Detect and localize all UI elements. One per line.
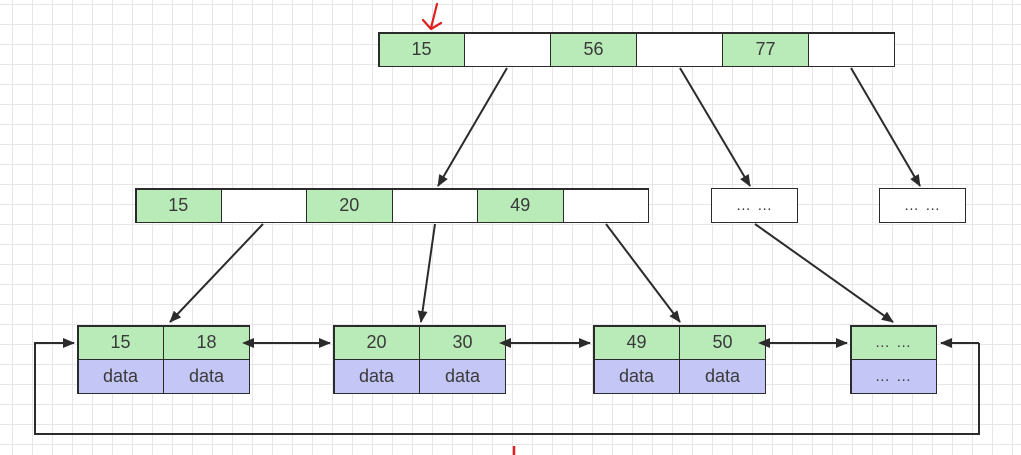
pointer-arrow (437, 67, 508, 187)
internal-pointer-cell (220, 188, 307, 223)
leaf-data-cell: data (679, 359, 766, 394)
loop-link-arrow (34, 338, 980, 435)
internal-pointer-cell (562, 188, 649, 223)
leaf-key-cell: 49 (593, 325, 680, 360)
internal-placeholder-node: … … (711, 188, 798, 223)
internal-key-cell: 49 (477, 188, 564, 223)
root-key-cell: 15 (378, 32, 465, 67)
pointer-arrow (417, 223, 436, 323)
pointer-arrow (169, 223, 264, 323)
red-pointer-mark (421, 2, 443, 31)
leaf-key-cell: 15 (77, 325, 164, 360)
leaf-key-cell: 20 (333, 325, 420, 360)
pointer-arrow (754, 223, 894, 323)
leaf-data-cell: data (163, 359, 250, 394)
internal-key-cell: 20 (306, 188, 393, 223)
leaf-data-cell: data (77, 359, 164, 394)
leaf-data-cell: … … (850, 359, 937, 394)
internal-placeholder-node: … … (879, 188, 966, 223)
internal-key-cell: 15 (135, 188, 222, 223)
pointer-arrow (850, 67, 921, 187)
pointer-arrow (679, 67, 751, 187)
leaf-key-cell: 18 (163, 325, 250, 360)
pointer-arrow (605, 223, 681, 323)
leaf-data-cell: data (333, 359, 420, 394)
leaf-key-cell: … … (850, 325, 937, 360)
